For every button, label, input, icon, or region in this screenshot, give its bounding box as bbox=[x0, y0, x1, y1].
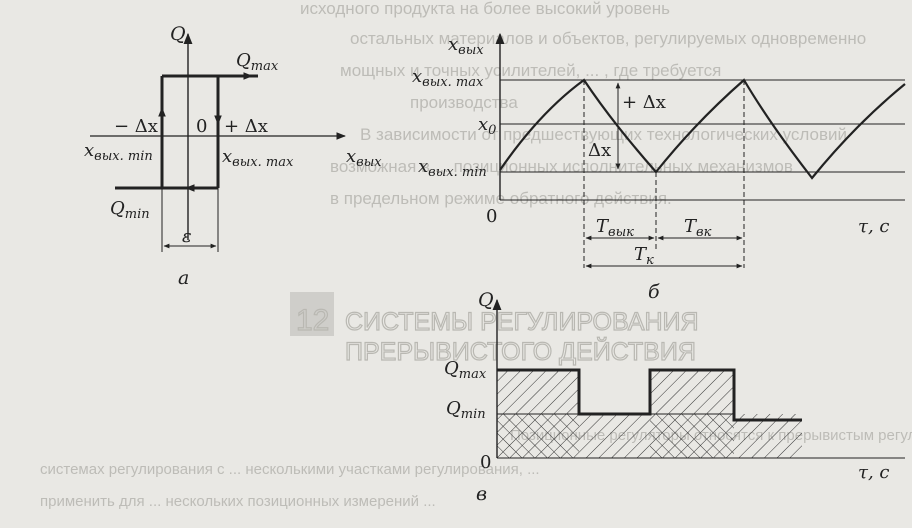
panel-a-caption: а bbox=[178, 267, 189, 289]
panel-a bbox=[90, 32, 346, 252]
x0-label: x0 bbox=[478, 114, 496, 138]
bleed-line: производства bbox=[410, 93, 518, 112]
bleed-line: возможная в ... позиционных исполнительн… bbox=[330, 157, 793, 176]
panel-c-caption: в bbox=[476, 483, 487, 505]
panel-b bbox=[495, 32, 906, 269]
bleed-line: мощных и точных усилителей, ... , где тр… bbox=[340, 61, 721, 80]
t-off-label: Tвык bbox=[596, 216, 634, 240]
bleed-heading-number: 12 bbox=[296, 304, 329, 337]
bleed-through-layer: исходного продукта на более высокий уров… bbox=[40, 0, 912, 510]
panel-b-x-label: τ, с bbox=[858, 216, 889, 237]
bleed-line: применить для ... нескольких позиционных… bbox=[40, 493, 436, 510]
bleed-line: в предельном режиме обратного действия. bbox=[330, 189, 672, 208]
panel-a-y-label: Q bbox=[170, 23, 186, 45]
bleed-heading: ПРЕРЫВИСТОГО ДЕЙСТВИЯ bbox=[345, 336, 696, 366]
panel-a-labels: Q Qmax Qmin − Δx 0 + Δx xвых. min xвых. … bbox=[84, 23, 382, 289]
bleed-heading: СИСТЕМЫ РЕГУЛИРОВАНИЯ bbox=[345, 308, 699, 336]
panel-c bbox=[492, 298, 905, 459]
plus-dx-label: + Δx bbox=[622, 92, 666, 113]
t-k-label: Tк bbox=[634, 244, 654, 268]
panel-b-xmax-label: xвых. max bbox=[412, 66, 484, 90]
panel-b-xmin-label: xвых. min bbox=[418, 156, 487, 180]
panel-c-qmin-label: Qmin bbox=[446, 398, 486, 422]
plus-dx-label: + Δx bbox=[224, 116, 268, 137]
supply-waveform bbox=[497, 368, 802, 422]
xmin-label: xвых. min bbox=[84, 140, 153, 164]
panel-c-x-label: τ, с bbox=[858, 462, 889, 483]
panel-c-origin: 0 bbox=[480, 452, 491, 473]
output-waveform bbox=[499, 78, 906, 180]
panel-c-qmax-label: Qmax bbox=[444, 358, 487, 382]
panel-c-y-label: Q bbox=[478, 289, 494, 311]
qmax-label: Qmax bbox=[236, 50, 279, 74]
panel-a-x-label: xвых bbox=[346, 146, 382, 170]
origin-label: 0 bbox=[196, 116, 207, 137]
qmin-cross-1 bbox=[497, 414, 579, 458]
t-on-label: Tвк bbox=[684, 216, 712, 240]
qmin-label: Qmin bbox=[110, 198, 150, 222]
bleed-heading-box bbox=[290, 292, 334, 336]
panel-b-origin: 0 bbox=[486, 206, 497, 227]
dx-label: Δx bbox=[588, 140, 611, 161]
pulse-fill-1 bbox=[497, 370, 579, 414]
minus-dx-label: − Δx bbox=[114, 116, 158, 137]
pulse-fill-2 bbox=[650, 370, 734, 414]
xmax-label: xвых. max bbox=[222, 146, 294, 170]
epsilon-label: ε bbox=[182, 226, 192, 247]
bleed-line: исходного продукта на более высокий уров… bbox=[300, 0, 670, 18]
bleed-line: остальных материалов и объектов, регулир… bbox=[350, 29, 866, 48]
panel-c-labels: Q Qmax Qmin 0 τ, с в bbox=[444, 289, 889, 505]
panel-b-caption: б bbox=[648, 281, 660, 303]
bleed-line: В зависимости от предшествующих технолог… bbox=[360, 125, 847, 144]
panel-b-y-label: xвых bbox=[448, 34, 484, 58]
bleed-line: системах регулирования с ... несколькими… bbox=[40, 461, 540, 478]
qmin-cross-2 bbox=[650, 414, 734, 458]
panel-b-labels: xвых xвых. max x0 xвых. min + Δx Δx 0 τ,… bbox=[412, 34, 889, 303]
